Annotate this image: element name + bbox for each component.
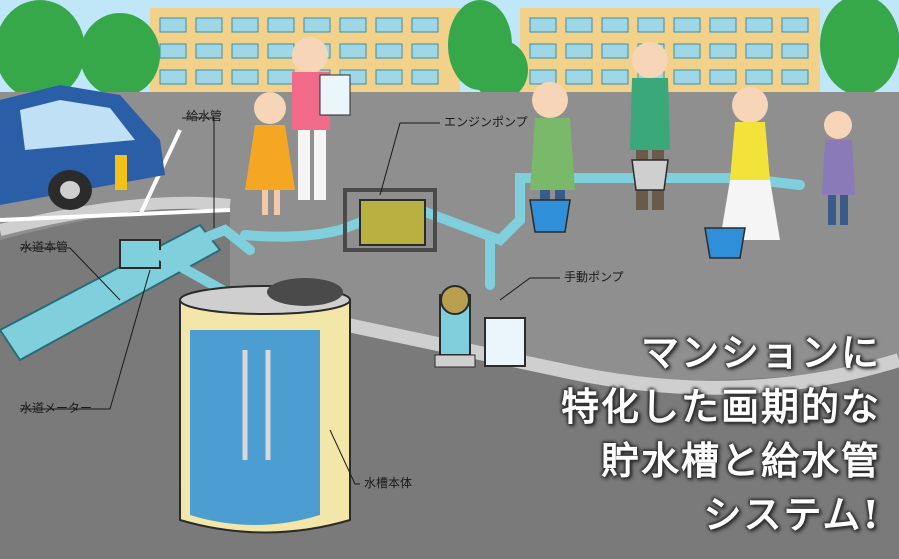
label-supply-pipe: 給水管 (186, 109, 223, 123)
buckets (529, 159, 746, 259)
headline-line-2: 特化した画期的な (560, 384, 881, 429)
label-water-meter: 水道メーター (20, 401, 93, 415)
headline-line-4: システム! (703, 492, 881, 537)
water-tank (179, 278, 351, 534)
label-hand-pump: 手動ポンプ (564, 270, 624, 284)
label-engine-pump: エンジンポンプ (444, 115, 528, 129)
girl-figure (245, 92, 295, 215)
leader-lines (20, 117, 560, 485)
woman-carrying-tank (292, 37, 351, 200)
trees (0, 0, 899, 100)
residents (245, 37, 855, 240)
headline-line-1: マンションに (640, 330, 881, 375)
parked-car (0, 85, 165, 210)
apartment-building-right (520, 8, 820, 93)
engine-pump (343, 188, 437, 252)
hand-pump (434, 285, 526, 368)
meter-box (119, 239, 161, 269)
boy-drinking (822, 111, 855, 225)
label-main-pipe: 水道本管 (20, 240, 69, 254)
ground-section-left (0, 208, 230, 559)
headline-line-3: 貯水槽と給水管 (600, 438, 881, 483)
woman-with-bucket (720, 87, 780, 240)
label-tank-body: 水槽本体 (364, 476, 413, 490)
